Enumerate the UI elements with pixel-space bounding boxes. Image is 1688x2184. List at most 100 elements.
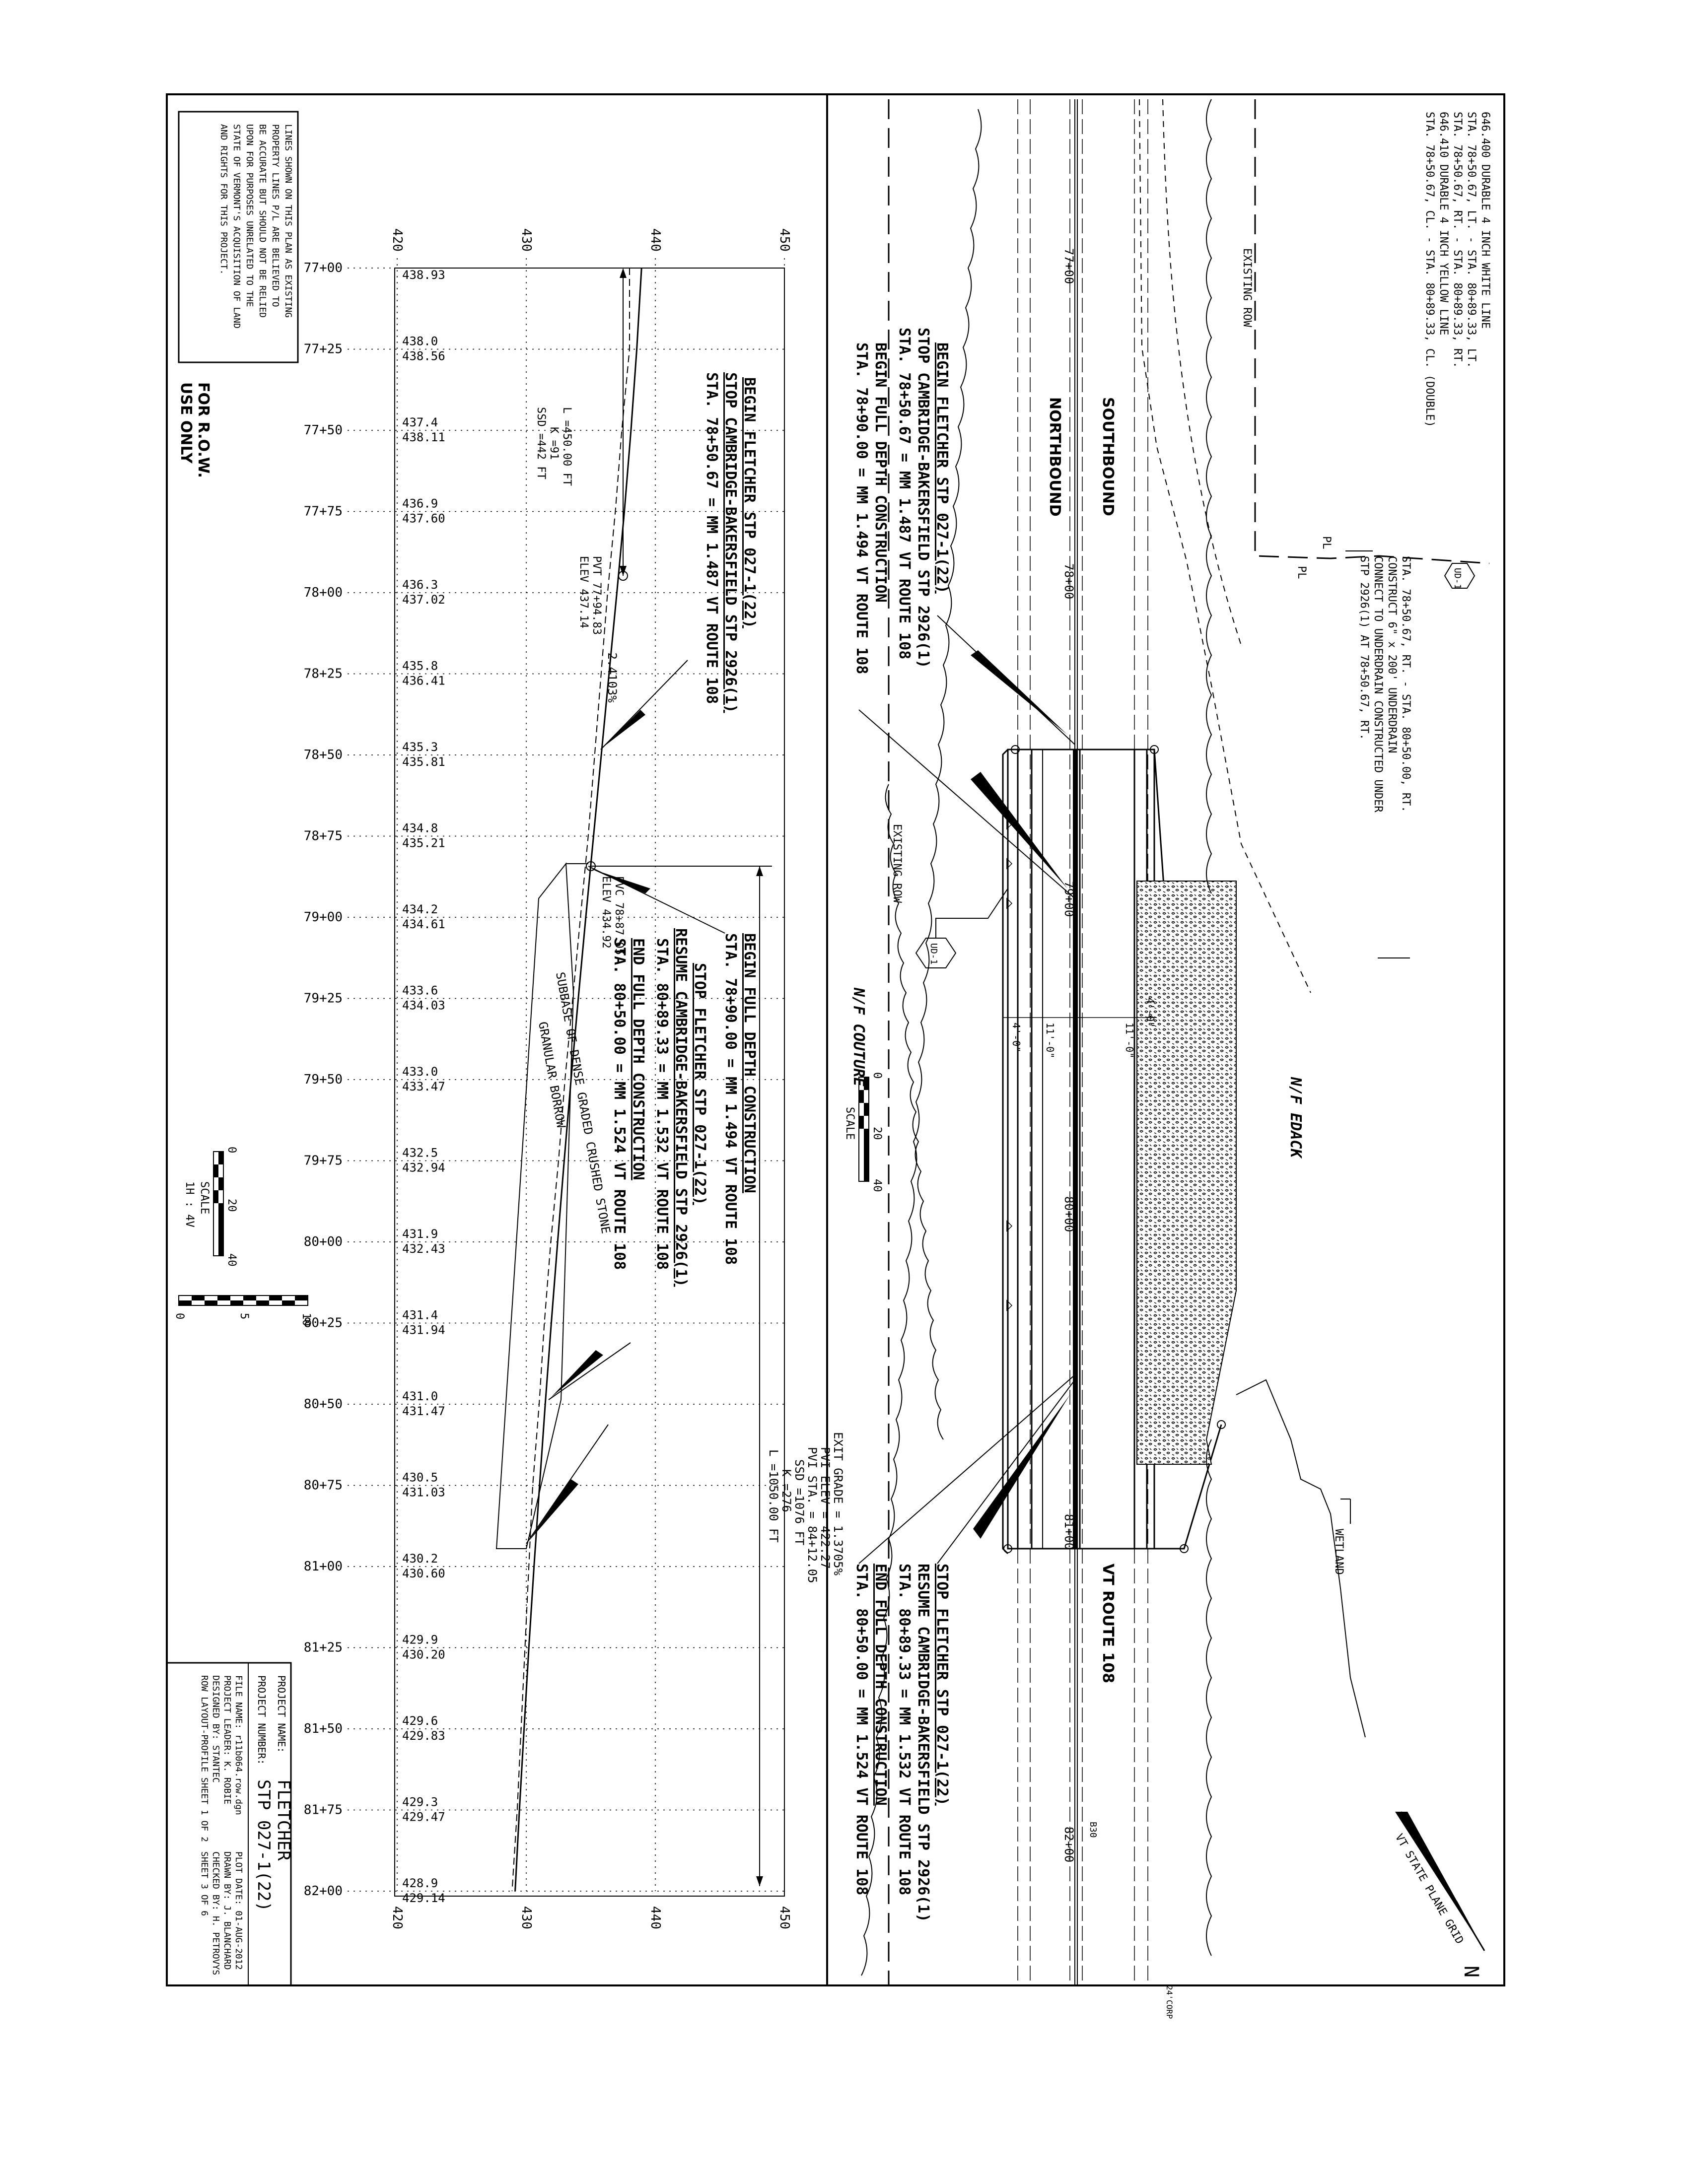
plan-note-line: STA. 78+50.67, RT. - STA. 80+89.33, RT. (1451, 112, 1464, 368)
station-tick-label: 82+00 (304, 1884, 343, 1899)
ud-tag-top-label: UD-1 (1452, 568, 1463, 589)
existing-grade-elevation: 431.4 (402, 1308, 438, 1322)
vc1-label: SSD =442 FT (535, 407, 547, 479)
plan-end-line: STOP FLETCHER STP 027-1(22) (933, 1564, 951, 1806)
profile-mid-line: RESUME CAMBRIDGE-BAKERSFIELD STP 2926(1) (672, 928, 690, 1287)
plan-view: 646.400 DURABLE 4 INCH WHITE LINE STA. 7… (844, 99, 1491, 2019)
plan-station: 81+00 (1062, 1514, 1076, 1550)
vc2-label: EXIT GRADE = 1.3705% (831, 1432, 845, 1576)
existing-grade-elevation: 436.3 (402, 578, 438, 592)
plan-end-line: STA. 80+50.00 = MM 1.524 VT ROUTE 108 (853, 1564, 870, 1895)
vc2-label: K =276 (779, 1469, 793, 1512)
row-use-only: USE ONLY (177, 382, 195, 464)
nf-edack-label: N/F EDACK (1287, 1077, 1304, 1159)
profile-scale-tick: 0 (225, 1147, 238, 1153)
ud-tag-bottom (915, 938, 957, 968)
vc2-label: PVI ELEV = 422.27 (818, 1447, 832, 1569)
b30-label: B30 (1088, 1822, 1098, 1838)
plan-begin-line: STA. 78+50.67 = MM 1.487 VT ROUTE 108 (896, 328, 913, 659)
plan-end-line: END FULL DEPTH CONSTRUCTION (872, 1564, 889, 1806)
southbound-label: SOUTHBOUND (1099, 397, 1117, 516)
finish-grade-elevation: 433.47 (402, 1080, 445, 1093)
existing-grade-elevation: 431.0 (402, 1389, 438, 1403)
pvt-label: PVT 77+94.83 (590, 556, 603, 635)
elevation-tick-label: 430 (519, 228, 534, 252)
disclaimer-line: LINES SHOWN ON THIS PLAN AS EXISTING (283, 124, 293, 318)
finish-grade-elevation: 436.41 (402, 674, 445, 688)
finish-grade-elevation: 430.20 (402, 1648, 445, 1662)
station-tick-label: 81+75 (304, 1803, 343, 1818)
station-tick-label: 77+75 (304, 504, 343, 519)
existing-grade-elevation: 434.8 (402, 821, 438, 835)
ud-note-line: CONNECT TO UNDERDRAIN CONSTRUCTED UNDER (1372, 556, 1384, 813)
finish-grade-elevation: 438.11 (402, 430, 445, 444)
designed-by: DESIGNED BY: STANTEC (211, 1675, 221, 1783)
north-label: N (1460, 1966, 1482, 1978)
project-leader: PROJECT LEADER: K. ROBIE (222, 1675, 232, 1804)
checked-by: CHECKED BY: H. PETROVYS (211, 1851, 221, 1975)
finish-grade-elevation: 431.03 (402, 1486, 445, 1500)
station-tick-label: 80+50 (304, 1397, 343, 1412)
finish-grade-elevation: 434.03 (402, 999, 445, 1013)
elevation-tick-label: 440 (648, 228, 663, 252)
profile-scale-tick: 40 (225, 1253, 238, 1267)
existing-grade-line (511, 268, 630, 1892)
ud-note-line: STP 2926(1) AT 78+50.67, RT. (1358, 556, 1370, 740)
station-tick-label: 78+00 (304, 585, 343, 600)
plan-begin-line: BEGIN FULL DEPTH CONSTRUCTION (872, 342, 889, 603)
lane-dim: 4'-0" (1144, 998, 1156, 1027)
profile-vscale-tick: 5 (238, 1313, 250, 1319)
vc2-label: L =1050.00 FT (767, 1449, 780, 1543)
existing-grade-elevation: 435.8 (402, 659, 438, 673)
finish-grade-elevation: 432.94 (402, 1161, 445, 1175)
existing-row-label: EXISTING ROW (1241, 248, 1253, 328)
plan-begin-line: BEGIN FLETCHER STP 027-1(22) (933, 342, 951, 594)
route-label: VT ROUTE 108 (1099, 1564, 1117, 1683)
plan-scale-tick: 40 (871, 1179, 883, 1192)
lane-dim: 11'-0" (1044, 1023, 1056, 1058)
plan-station: 82+00 (1062, 1827, 1076, 1862)
wetland-label: WETLAND (1333, 1529, 1345, 1575)
profile-begin-line: STA. 78+50.67 = MM 1.487 VT ROUTE 108 (703, 372, 720, 704)
stone-fill-area (1136, 881, 1237, 1465)
elevation-tick-label: 440 (648, 1906, 663, 1929)
station-tick-label: 78+50 (304, 748, 343, 762)
plan-begin-line: STA. 78+90.00 = MM 1.494 VT ROUTE 108 (853, 342, 870, 674)
profile-vscale-tick: 10 (300, 1313, 312, 1326)
pvc-label: PVC 78+87.05 (613, 876, 625, 955)
station-tick-label: 79+25 (304, 991, 343, 1006)
existing-grade-elevation: 436.9 (402, 497, 438, 511)
existing-grade-elevation: 429.3 (402, 1795, 438, 1809)
existing-grade-elevation: 434.2 (402, 902, 438, 916)
profile-scale-label: SCALE (198, 1181, 211, 1214)
existing-grade-elevation: 429.6 (402, 1714, 438, 1728)
north-arrow: N VT STATE PLANE GRID (1393, 1811, 1485, 1978)
elevation-tick-label: 420 (390, 1906, 405, 1929)
station-tick-label: 77+25 (304, 342, 343, 357)
profile-mid-line: STA. 80+89.33 = MM 1.532 VT ROUTE 108 (653, 938, 671, 1270)
existing-grade-elevation: 428.9 (402, 1876, 438, 1890)
subbase-outline (495, 862, 574, 1549)
ud-note-line: STA. 78+50.67, RT. - STA. 80+50.00, RT. (1400, 556, 1412, 813)
plot-date: PLOT DATE: 01-AUG-2012 (233, 1851, 244, 1970)
row-use-only: FOR R.O.W. (195, 382, 212, 478)
profile-mid-line: BEGIN FULL DEPTH CONSTRUCTION (741, 933, 758, 1193)
finish-grade-elevation: 431.94 (402, 1323, 445, 1337)
profile-x-axis: 77+0077+2577+5077+7578+0078+2578+5078+75… (304, 261, 343, 1899)
plan-note-line: STA. 78+50.67, CL. - STA. 80+89.33, CL. … (1423, 112, 1436, 427)
finish-grade-elevation: 429.47 (402, 1810, 445, 1824)
plan-scale-label: SCALE (844, 1107, 856, 1140)
sheet-border (166, 93, 1505, 1986)
existing-grade-elevation: 430.5 (402, 1471, 438, 1485)
grid-label: VT STATE PLANE GRID (1393, 1832, 1466, 1946)
plan-end-line: STA. 80+89.33 = MM 1.532 VT ROUTE 108 (896, 1564, 913, 1895)
station-tick-label: 81+00 (304, 1559, 343, 1574)
title-block: PROJECT NAME: FLETCHER PROJECT NUMBER: S… (166, 1662, 293, 1986)
station-tick-label: 81+25 (304, 1640, 343, 1655)
vc1-label: K =91 (548, 427, 560, 460)
ud-note-line: CONSTRUCT 6" x 200' UNDERDRAIN (1386, 556, 1398, 753)
plan-scale-bar: 0 20 40 SCALE (844, 1072, 883, 1192)
station-tick-label: 79+00 (304, 910, 343, 925)
profile-grid (348, 258, 785, 1892)
